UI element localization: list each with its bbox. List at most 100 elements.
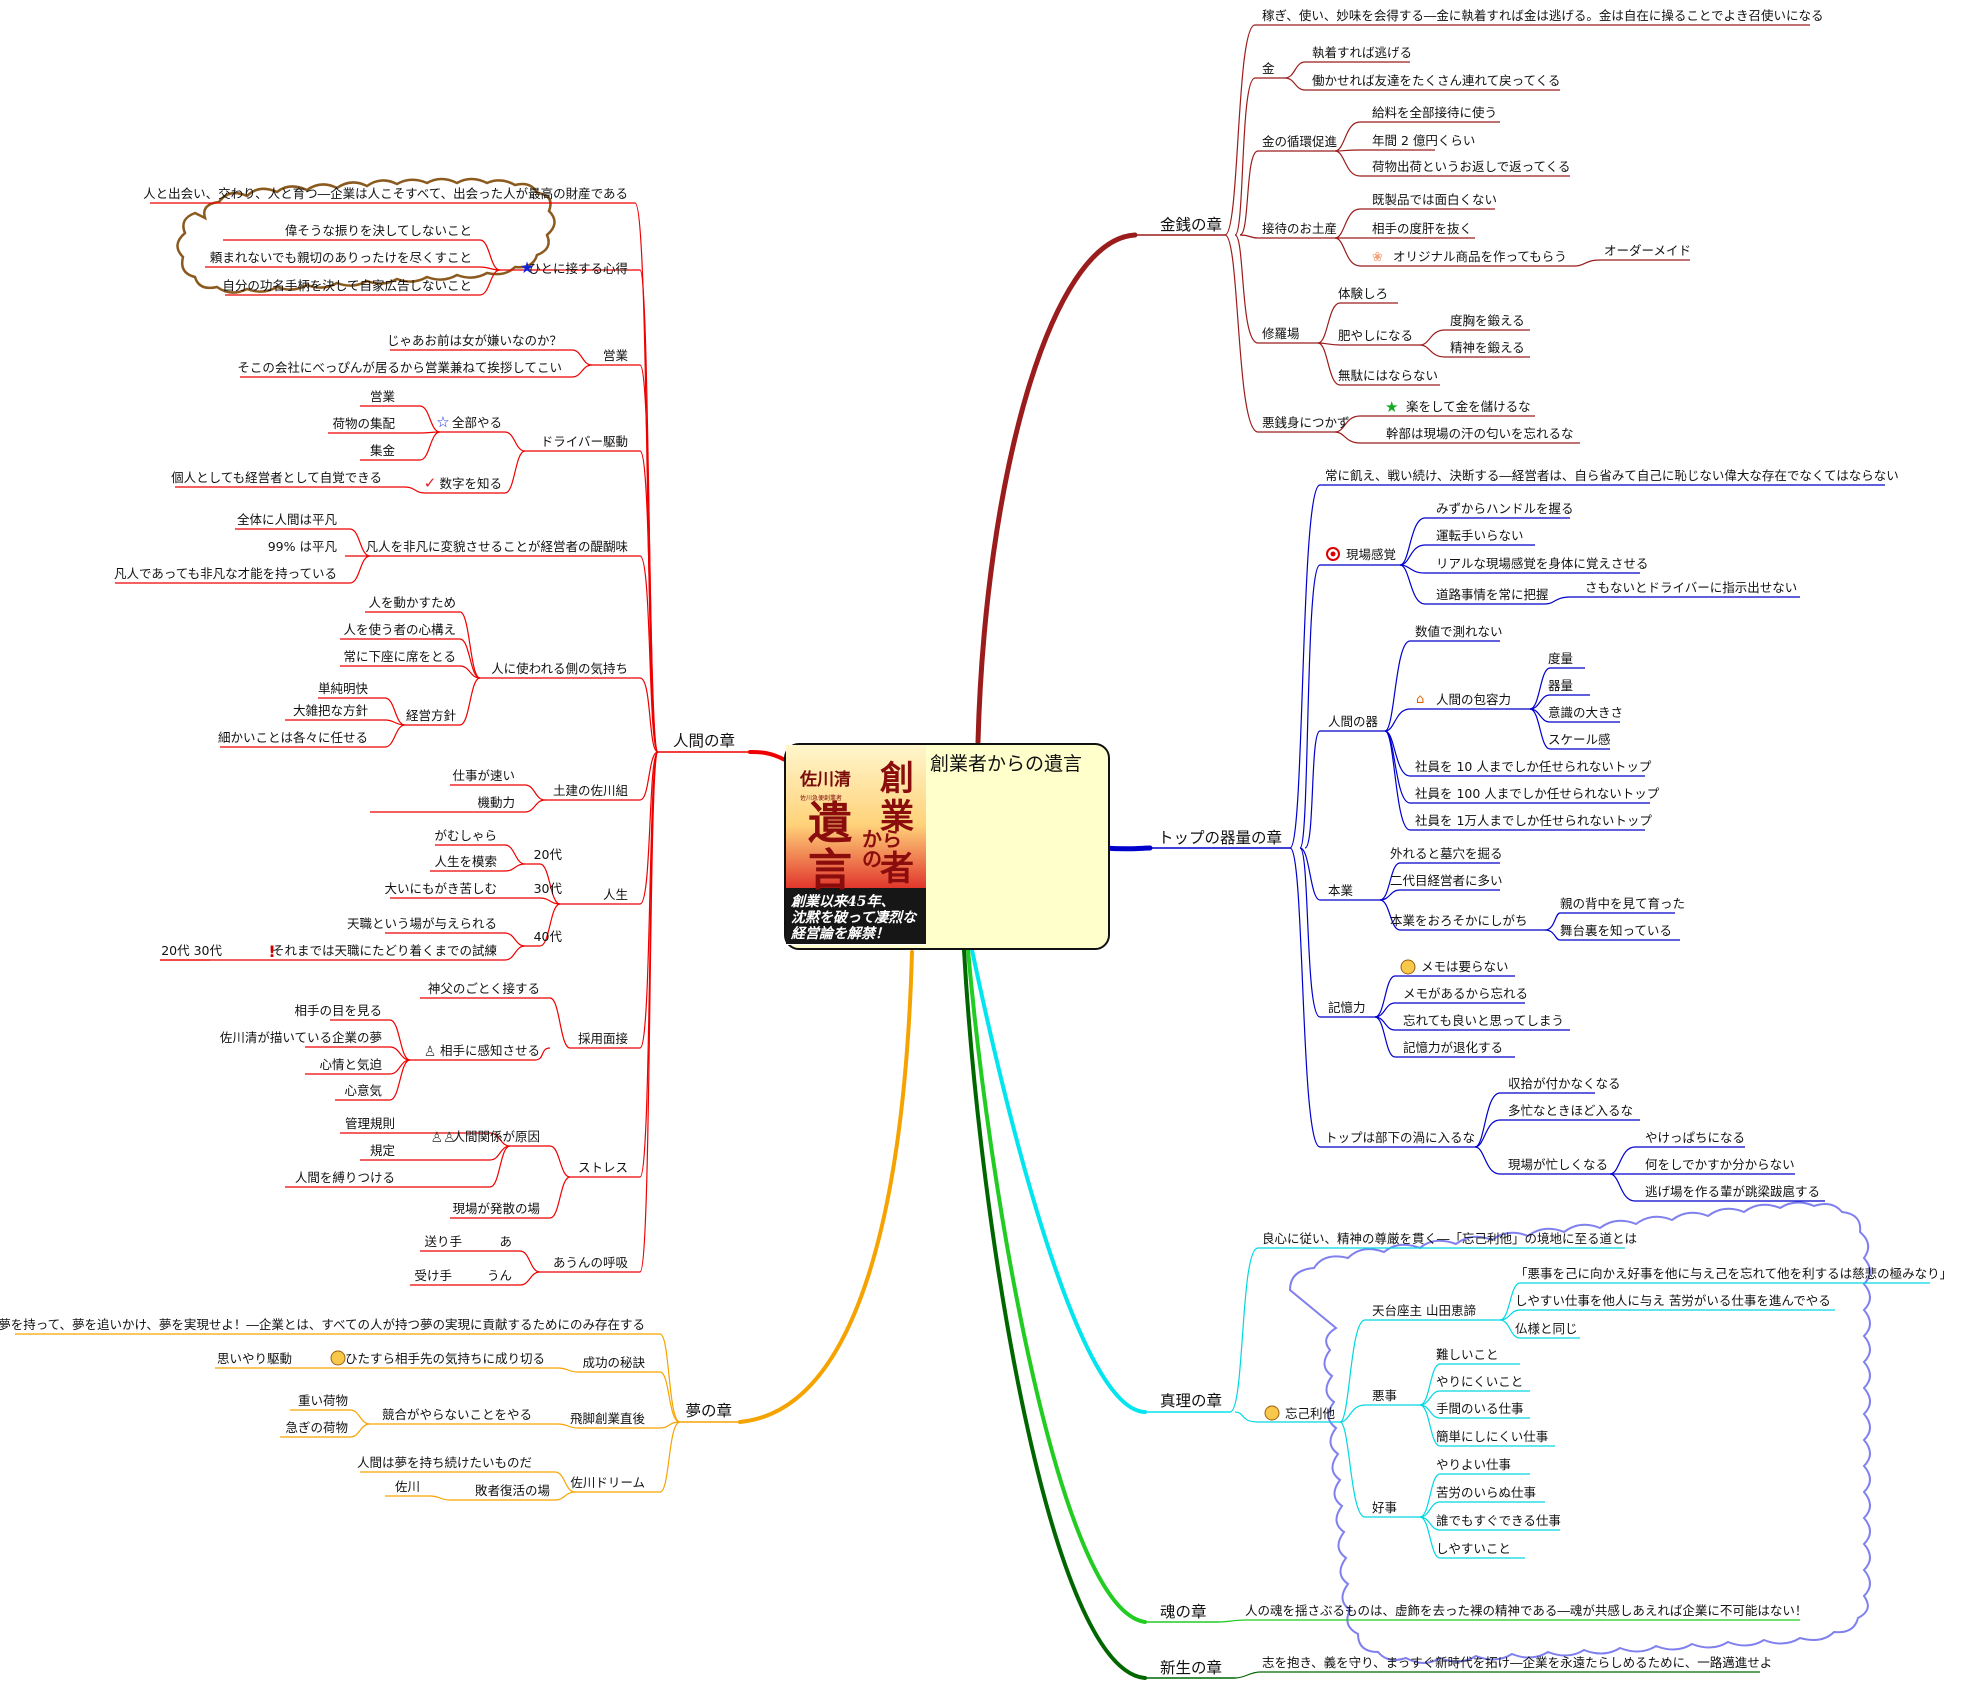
node-right-top-hongyo-c2[interactable]: 二代目経営者に多い [1390, 873, 1503, 888]
node-right-top-genba-c4[interactable]: 道路事情を常に把握 [1436, 587, 1549, 602]
node-truth[interactable]: 真理の章 [1160, 1392, 1222, 1410]
node-left-human-jinsei-d40[interactable]: 40代 [534, 929, 563, 944]
node-right-top-uzu-c3b[interactable]: 何をしでかすか分からない [1645, 1157, 1795, 1172]
node-left-dream-hiketsu-label[interactable]: 成功の秘訣 [582, 1355, 645, 1370]
node-right-top-kioku-c3[interactable]: 忘れても良いと思ってしまう [1403, 1013, 1564, 1028]
node-right-money-junkan-label[interactable]: 金の循環促進 [1262, 134, 1338, 149]
node-left-human-kokoroe-label[interactable]: ひとに接する心得 [528, 261, 628, 276]
node-right-top-uzu-c3[interactable]: 現場が忙しくなる [1508, 1157, 1608, 1172]
node-left-human-mensetsu-c2c[interactable]: 心情と気迫 [319, 1057, 382, 1072]
node-left-human-jinsei-d40b[interactable]: それまでは天職にたどり着くまでの試練 [272, 943, 498, 958]
node-right-money-omiyage-c3a[interactable]: オーダーメイド [1604, 243, 1691, 258]
node-left-human-driver-num[interactable]: 数字を知る [439, 476, 502, 491]
node-right-money-akusen-c2[interactable]: 幹部は現場の汗の匂いを忘れるな [1386, 426, 1574, 441]
node-right-money-omiyage-c3[interactable]: オリジナル商品を作ってもらう [1393, 249, 1567, 264]
node-left-human-tsukawareru-label[interactable]: 人に使われる側の気持ち [491, 661, 628, 676]
node-right-money-shuraba-c3[interactable]: 無駄にはならない [1338, 368, 1438, 383]
node-left-human-doken-c2[interactable]: 機動力 [477, 795, 515, 810]
node-right-truth-boko-koji-c2[interactable]: 苦労のいらぬ仕事 [1436, 1485, 1536, 1500]
node-left-dream-hiyaku-c1[interactable]: 競合がやらないことをやる [382, 1407, 532, 1422]
node-left-dream-sdream-c2a[interactable]: 佐川 [395, 1479, 420, 1494]
center-node[interactable]: 創業者からの遺言 佐川清 佐川急便創業者 遺 言 創 業 から の 者 創業以来… [784, 743, 1110, 950]
node-left-human-jinsei-d30a[interactable]: 大いにもがき苦しむ [384, 881, 497, 896]
node-left-human-mensetsu-label[interactable]: 採用面接 [578, 1031, 629, 1046]
node-soul[interactable]: 魂の章 [1160, 1603, 1207, 1621]
node-right-top-utsuwa-c2b[interactable]: 器量 [1548, 678, 1573, 693]
node-left-human-aun-un1[interactable]: 受け手 [414, 1268, 452, 1283]
node-right-top-genba-c3[interactable]: リアルな現場感覚を身体に覚えさせる [1436, 556, 1648, 571]
node-right-money-junkan-c1[interactable]: 給料を全部接待に使う [1372, 105, 1497, 120]
node-left-human-mensetsu-c2b[interactable]: 佐川清が描いている企業の夢 [220, 1030, 382, 1045]
node-left-human-kokoroe-c3[interactable]: 自分の功名手柄を決して自家広告しないこと [222, 278, 472, 293]
node-right-top-hongyo-c3a[interactable]: 親の背中を見て育った [1560, 896, 1685, 911]
node-left-human-aun-label[interactable]: あうんの呼吸 [553, 1255, 629, 1270]
node-right-top-utsuwa-c3[interactable]: 社員を 10 人までしか任せられないトップ [1415, 759, 1652, 774]
node-left-human-stress-c1b[interactable]: 規定 [370, 1143, 395, 1158]
node-right-top-genba-c4a[interactable]: さもないとドライバーに指示出せない [1585, 580, 1797, 595]
node-right-money-shuraba-c2a[interactable]: 度胸を鍛える [1450, 313, 1525, 328]
node-right-money-shuraba-c2[interactable]: 肥やしになる [1338, 328, 1413, 343]
node-left-dream-sdream-label[interactable]: 佐川ドリーム [570, 1475, 645, 1490]
node-left-human-tsukawareru-c4[interactable]: 経営方針 [406, 708, 457, 723]
node-left-human-driver-label[interactable]: ドライバー駆動 [541, 434, 628, 449]
node-left-human-aun-a1[interactable]: 送り手 [424, 1234, 462, 1249]
node-right-money-akusen-c1[interactable]: 楽をして金を儲けるな [1406, 399, 1531, 414]
node-right-money-shuraba-c1[interactable]: 体験しろ [1338, 286, 1388, 301]
node-right-truth-summary[interactable]: 良心に従い、精神の尊厳を貫く―「忘己利他」の境地に至る道とは [1262, 1231, 1637, 1246]
node-left-human-driver-a3[interactable]: 集金 [370, 443, 396, 458]
node-right-top-utsuwa-c2a[interactable]: 度量 [1548, 651, 1573, 666]
node-right-top-hongyo-c3b[interactable]: 舞台裏を知っている [1560, 923, 1672, 938]
node-left-human-tsukawareru-c4a[interactable]: 単純明快 [318, 681, 369, 696]
node-right-top-hongyo-c1[interactable]: 外れると墓穴を掘る [1390, 846, 1503, 861]
node-top[interactable]: トップの器量の章 [1158, 829, 1282, 847]
node-rebirth[interactable]: 新生の章 [1160, 1659, 1222, 1677]
node-right-top-utsuwa-c1[interactable]: 数値で測れない [1415, 624, 1503, 639]
node-right-truth-boko-label[interactable]: 忘己利他 [1285, 1406, 1336, 1421]
node-money[interactable]: 金銭の章 [1160, 216, 1222, 234]
node-right-top-utsuwa-c2[interactable]: 人間の包容力 [1436, 692, 1511, 707]
node-left-human-mensetsu-c2d[interactable]: 心意気 [344, 1083, 382, 1098]
node-left-human-stress-c1[interactable]: 人間関係が原因 [452, 1129, 540, 1144]
node-right-top-uzu-c3c[interactable]: 逃げ場を作る輩が跳梁跋扈する [1645, 1184, 1820, 1199]
node-right-money-omiyage-c1[interactable]: 既製品では面白くない [1372, 192, 1497, 207]
node-left-human-mensetsu-c2a[interactable]: 相手の目を見る [294, 1003, 382, 1018]
node-right-rebirth-summary[interactable]: 志を抱き、義を守り、まっすぐ新時代を拓け―企業を永遠たらしめるために、一路邁進せ… [1262, 1655, 1772, 1670]
node-left-human-doken-c1[interactable]: 仕事が速い [452, 768, 515, 783]
node-right-money-omiyage-label[interactable]: 接待のお土産 [1262, 221, 1337, 236]
node-left-human-driver-all[interactable]: 全部やる [452, 415, 502, 430]
node-left-human-kokoroe-c2[interactable]: 頼まれないでも親切のありったけを尽くすこと [210, 250, 472, 265]
node-right-money-akusen-label[interactable]: 悪銭身につかず [1262, 415, 1350, 430]
node-left-dream-sdream-c2[interactable]: 敗者復活の場 [475, 1483, 550, 1498]
node-right-top-utsuwa-c2d[interactable]: スケール感 [1548, 732, 1611, 747]
node-right-top-summary[interactable]: 常に飢え、戦い続け、決断する―経営者は、自ら省みて自己に恥じない偉大な存在でなく… [1325, 468, 1899, 483]
node-right-top-utsuwa-label[interactable]: 人間の器 [1328, 714, 1379, 729]
node-left-human-stress-c1c[interactable]: 人間を縛りつける [295, 1170, 395, 1185]
node-left-human-jinsei-d30[interactable]: 30代 [534, 881, 563, 896]
node-right-money-junkan-c3[interactable]: 荷物出荷というお返しで返ってくる [1372, 159, 1570, 174]
node-right-top-genba-c1[interactable]: みずからハンドルを握る [1436, 501, 1574, 516]
node-left-dream-hiyaku-label[interactable]: 飛脚創業直後 [570, 1411, 646, 1426]
node-right-truth-boko-akuji-c4[interactable]: 簡単にしにくい仕事 [1436, 1429, 1548, 1444]
node-right-top-uzu-c1[interactable]: 収拾が付かなくなる [1508, 1076, 1621, 1091]
node-left-human-stress-label[interactable]: ストレス [578, 1160, 628, 1175]
node-left-human-driver-a2[interactable]: 荷物の集配 [332, 416, 395, 431]
node-right-truth-boko-akuji-c1[interactable]: 難しいこと [1436, 1347, 1499, 1362]
node-left-human-aun-a[interactable]: あ [499, 1234, 512, 1249]
node-left-human-tsukawareru-c1[interactable]: 人を動かすため [368, 595, 456, 610]
node-left-human-tsukawareru-c2[interactable]: 人を使う者の心構え [343, 622, 456, 637]
node-right-money-shuraba-label[interactable]: 修羅場 [1262, 326, 1300, 341]
node-right-top-uzu-c3a[interactable]: やけっぱちになる [1645, 1130, 1745, 1145]
node-dream[interactable]: 夢の章 [685, 1402, 732, 1420]
node-left-human-aun-un[interactable]: うん [487, 1268, 512, 1283]
node-right-top-uzu-label[interactable]: トップは部下の渦に入るな [1325, 1130, 1475, 1145]
node-left-dream-hiketsu-c1a[interactable]: 思いやり駆動 [217, 1351, 292, 1366]
node-left-human-eigyo-label[interactable]: 営業 [603, 348, 629, 363]
node-left-human-mensetsu-c1[interactable]: 神父のごとく接する [428, 981, 540, 996]
node-left-dream-sdream-c1[interactable]: 人間は夢を持ち続けたいものだ [357, 1455, 532, 1470]
node-left-human-stress-c1a[interactable]: 管理規則 [345, 1116, 395, 1131]
node-right-soul-summary[interactable]: 人の魂を揺さぶるものは、虚飾を去った裸の精神である―魂が共感しあえれば企業に不可… [1245, 1603, 1807, 1618]
node-left-human-tsukawareru-c3[interactable]: 常に下座に席をとる [343, 649, 456, 664]
node-left-human-jinsei-d40b1[interactable]: 20代 30代 [161, 943, 222, 958]
node-left-human-tsukawareru-c4b[interactable]: 大雑把な方針 [293, 703, 369, 718]
node-right-money-shuraba-c2b[interactable]: 精神を鍛える [1450, 340, 1525, 355]
